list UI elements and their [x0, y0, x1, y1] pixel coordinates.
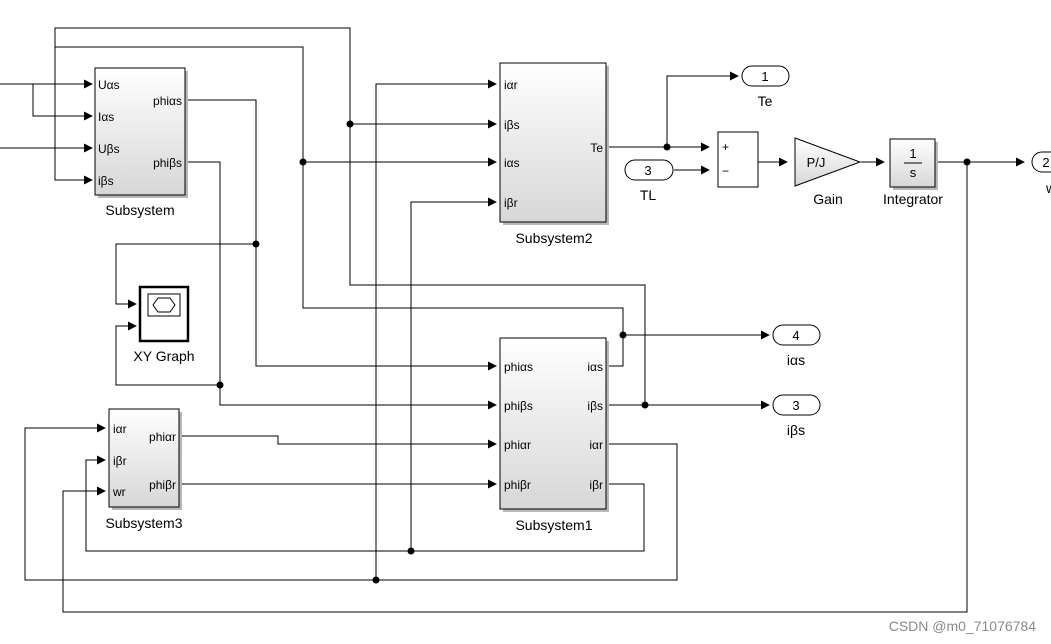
- wire-ias-feedback: [32, 27, 646, 405]
- junction-dot: [663, 143, 671, 151]
- signal-lines: [0, 27, 1025, 613]
- port-label: phiαs: [504, 360, 533, 374]
- block-name: Gain: [813, 191, 843, 207]
- block-name: Subsystem2: [515, 230, 592, 246]
- watermark: CSDN @m0_71076784: [889, 618, 1037, 634]
- port-label: iαs: [504, 156, 520, 170]
- junction-dot: [252, 240, 260, 248]
- port-name: iβs: [787, 422, 805, 438]
- block-name: XY Graph: [133, 348, 194, 364]
- port-label: phiβs: [153, 156, 182, 170]
- port-label: Uαs: [98, 78, 120, 92]
- wire-out-ibr: [85, 455, 645, 552]
- port-label: iβs: [98, 174, 114, 188]
- sum-block[interactable]: + −: [717, 131, 759, 188]
- junction-dot: [407, 547, 415, 555]
- junction-dot: [216, 381, 224, 389]
- port-label: wr: [112, 485, 126, 499]
- port-number: 1: [761, 69, 768, 84]
- integrator-block[interactable]: 1 s Integrator: [883, 138, 943, 207]
- outport-w[interactable]: 2 w: [1031, 151, 1051, 196]
- port-name: Te: [758, 93, 773, 109]
- wire-phiar: [180, 435, 497, 449]
- subsystem1-block[interactable]: phiαs phiβs phiαr phiβr iαs iβs iαr iβr …: [499, 337, 609, 533]
- wire-out-ias: [609, 330, 770, 367]
- outport-ias[interactable]: 4 iαs: [772, 324, 821, 368]
- port-name: iαs: [787, 352, 805, 368]
- integrator-denominator: s: [910, 165, 917, 180]
- block-name: Subsystem3: [105, 515, 182, 531]
- port-label: iβr: [504, 196, 518, 210]
- sum-sign-minus: −: [722, 164, 729, 178]
- outport-ibs[interactable]: 3 iβs: [772, 394, 821, 438]
- sum-sign-plus: +: [722, 140, 729, 154]
- junction-dot: [641, 401, 649, 409]
- junction-dot: [299, 158, 307, 166]
- subsystem3-block[interactable]: iαr iβr wr phiαr phiβr Subsystem3: [105, 408, 183, 531]
- xy-graph-block[interactable]: XY Graph: [133, 285, 195, 364]
- block-name: Subsystem1: [515, 517, 592, 533]
- junction-dots: [216, 120, 971, 584]
- wire-ibr-to-sub2: [410, 197, 497, 551]
- wire-iar-to-sub2: [375, 79, 497, 580]
- port-label: iβs: [504, 118, 520, 132]
- port-label: Uβs: [98, 142, 120, 156]
- port-number: 3: [792, 398, 799, 413]
- wire-phibs-to-xy: [115, 321, 220, 386]
- port-name: TL: [640, 187, 657, 203]
- junction-dot: [346, 120, 354, 128]
- gain-value: P/J: [807, 155, 826, 170]
- port-label: phiβr: [504, 478, 531, 492]
- port-label: iβr: [113, 454, 127, 468]
- wire-phias-to-xy: [115, 243, 256, 309]
- port-label: iαs: [587, 360, 603, 374]
- wire-phibs: [188, 161, 497, 410]
- integrator-numerator: 1: [909, 146, 916, 161]
- inport-tl[interactable]: 3 TL: [624, 159, 674, 203]
- port-label: iαr: [589, 438, 603, 452]
- block-name: Integrator: [883, 191, 943, 207]
- wire-phias: [188, 99, 497, 371]
- subsystem-block[interactable]: Uαs Iαs Uβs iβs phiαs phiβs Subsystem: [94, 67, 188, 218]
- port-label: phiαr: [149, 430, 176, 444]
- subsystem2-block[interactable]: iαr iβs iαs iβr Te Subsystem2: [499, 62, 609, 246]
- port-name: w: [1045, 180, 1051, 196]
- wire-ibs-feedback: [54, 46, 624, 335]
- port-label: iβs: [587, 399, 603, 413]
- port-label: phiβr: [149, 478, 176, 492]
- port-label: phiαr: [504, 438, 531, 452]
- junction-dot: [372, 576, 380, 584]
- wire-te-out: [666, 71, 739, 147]
- port-label: Te: [590, 141, 603, 155]
- port-label: iαr: [504, 78, 518, 92]
- junction-dot: [619, 331, 627, 339]
- port-number: 4: [792, 328, 799, 343]
- xy-graph-icon: [152, 297, 176, 313]
- junction-dot: [963, 158, 971, 166]
- outport-te[interactable]: 1 Te: [741, 65, 790, 109]
- port-label: phiβs: [504, 399, 533, 413]
- port-number: 3: [644, 163, 651, 178]
- block-name: Subsystem: [105, 202, 174, 218]
- port-number: 2: [1042, 155, 1049, 170]
- port-label: Iαs: [98, 110, 114, 124]
- wire-w-feedback: [62, 162, 968, 613]
- gain-block[interactable]: P/J Gain: [794, 137, 862, 207]
- port-label: iαr: [113, 422, 127, 436]
- port-label: phiαs: [153, 94, 182, 108]
- port-label: iβr: [589, 478, 603, 492]
- wire-out-iar: [24, 423, 678, 581]
